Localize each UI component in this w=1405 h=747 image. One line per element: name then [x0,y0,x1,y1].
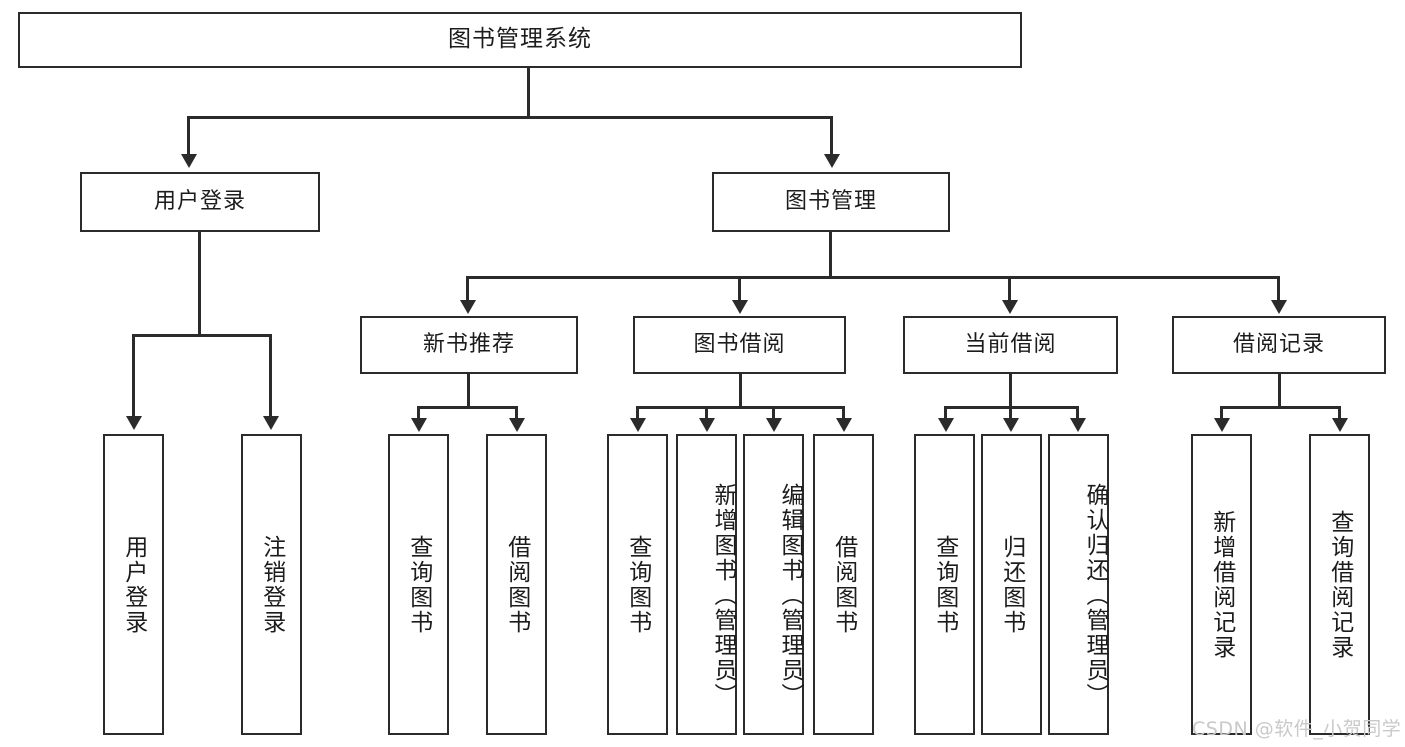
node-label: 图书管理系统 [448,26,592,53]
leaf-book-edit-admin[interactable]: 编辑图书（管理员） [743,434,804,735]
arrow-new-book-leaf-2 [509,418,525,432]
arrow-to-book-manage [824,154,840,168]
edge-book-borrow-stem [739,374,742,408]
edge-new-book-bus [417,406,518,409]
arrow-current-borrow-leaf-3 [1070,418,1086,432]
leaf-new-book-borrow[interactable]: 借阅图书 [486,434,547,735]
node-root-library-system[interactable]: 图书管理系统 [18,12,1022,68]
node-label: 查询借阅记录 [1326,509,1353,660]
edge-book-manage-to-current [1008,276,1011,302]
edge-borrow-record-stem [1278,374,1281,408]
node-book-borrow[interactable]: 图书借阅 [633,316,846,374]
arrow-current-borrow-leaf-2 [1003,418,1019,432]
node-user-login[interactable]: 用户登录 [80,172,320,232]
arrow-to-book-borrow [732,300,748,314]
edge-root-to-book-manage [830,116,833,156]
node-label: 新书推荐 [422,331,515,357]
arrow-to-new-book-recommend [460,300,476,314]
leaf-book-borrow-action[interactable]: 借阅图书 [813,434,874,735]
edge-book-manage-bus [466,276,1280,279]
leaf-query-borrow-record[interactable]: 查询借阅记录 [1309,434,1370,735]
arrow-to-user-login [181,154,197,168]
edge-book-manage-to-borrow [738,276,741,302]
node-label: 查询图书 [624,534,651,635]
leaf-user-login[interactable]: 用户登录 [103,434,164,735]
node-new-book-recommend[interactable]: 新书推荐 [360,316,578,374]
node-borrow-record[interactable]: 借阅记录 [1172,316,1386,374]
node-label: 当前借阅 [964,331,1057,357]
edge-new-book-to-leaf-2 [515,406,518,420]
edge-user-login-to-leaf-2 [269,334,272,418]
arrow-book-borrow-leaf-1 [630,418,646,432]
node-current-borrow[interactable]: 当前借阅 [903,316,1118,374]
leaf-confirm-return-admin[interactable]: 确认归还（管理员） [1048,434,1109,735]
node-label: 确认归还（管理员） [1082,483,1108,708]
arrow-user-login-leaf-2 [263,416,279,430]
leaf-return-book[interactable]: 归还图书 [981,434,1042,735]
node-label: 新增图书（管理员） [710,483,736,708]
arrow-borrow-record-leaf-2 [1332,418,1348,432]
edge-user-login-bus [132,334,272,337]
edge-current-borrow-to-leaf-2 [1009,406,1012,420]
edge-current-borrow-stem [1009,374,1012,408]
edge-user-login-stem [198,232,201,336]
edge-new-book-stem [467,374,470,408]
arrow-current-borrow-leaf-1 [938,418,954,432]
edge-book-borrow-to-leaf-4 [842,406,845,420]
arrow-to-borrow-record [1271,300,1287,314]
watermark-text: CSDN @软件_小贺同学 [1192,718,1402,740]
arrow-book-borrow-leaf-2 [699,418,715,432]
node-label: 新增借阅记录 [1208,509,1235,660]
arrow-user-login-leaf-1 [126,416,142,430]
leaf-book-add-admin[interactable]: 新增图书（管理员） [676,434,737,735]
edge-root-bus [187,116,833,119]
arrow-borrow-record-leaf-1 [1214,418,1230,432]
edge-book-borrow-to-leaf-1 [636,406,639,420]
edge-current-borrow-to-leaf-3 [1076,406,1079,420]
edge-book-manage-to-new-book [466,276,469,302]
arrow-to-current-borrow [1002,300,1018,314]
node-label: 归还图书 [998,534,1025,635]
edge-new-book-to-leaf-1 [417,406,420,420]
node-label: 图书管理 [784,188,877,214]
node-label: 图书借阅 [693,331,786,357]
edge-root-to-user-login [187,116,190,156]
node-label: 查询图书 [405,534,432,635]
edge-borrow-record-to-leaf-1 [1220,406,1223,420]
edge-book-manage-stem [829,232,832,278]
leaf-current-query[interactable]: 查询图书 [914,434,975,735]
node-label: 注销登录 [258,534,285,635]
edge-borrow-record-bus [1220,406,1340,409]
edge-current-borrow-to-leaf-1 [944,406,947,420]
arrow-new-book-leaf-1 [411,418,427,432]
node-label: 用户登录 [153,188,246,214]
node-label: 用户登录 [120,534,147,635]
node-label: 借阅图书 [830,534,857,635]
edge-borrow-record-to-leaf-2 [1338,406,1341,420]
arrow-book-borrow-leaf-4 [836,418,852,432]
node-label: 借阅记录 [1232,331,1325,357]
leaf-add-borrow-record[interactable]: 新增借阅记录 [1191,434,1252,735]
edge-book-borrow-bus [636,406,845,409]
edge-user-login-to-leaf-1 [132,334,135,418]
arrow-book-borrow-leaf-3 [766,418,782,432]
edge-root-stem [527,68,530,117]
edge-book-manage-to-record [1277,276,1280,302]
node-label: 编辑图书（管理员） [777,483,803,708]
edge-book-borrow-to-leaf-2 [705,406,708,420]
leaf-book-borrow-query[interactable]: 查询图书 [607,434,668,735]
leaf-new-book-query[interactable]: 查询图书 [388,434,449,735]
node-label: 借阅图书 [503,534,530,635]
leaf-logout[interactable]: 注销登录 [241,434,302,735]
csdn-watermark: CSDN @软件_小贺同学 [1192,714,1401,741]
node-book-management[interactable]: 图书管理 [712,172,950,232]
edge-book-borrow-to-leaf-3 [772,406,775,420]
node-label: 查询图书 [931,534,958,635]
